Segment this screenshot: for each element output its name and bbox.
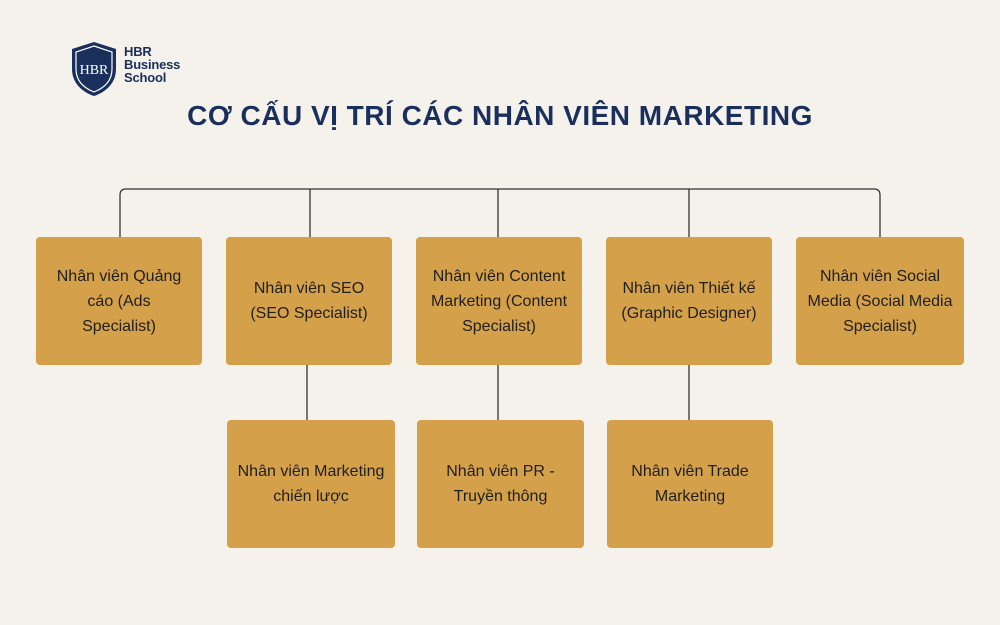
- role-box-ads: Nhân viên Quảng cáo (Ads Specialist): [36, 237, 202, 365]
- logo-wordmark: HBR Business School: [124, 45, 180, 84]
- role-label-strategy: Nhân viên Marketing chiến lược: [237, 463, 385, 505]
- logo-line-3: School: [124, 70, 167, 85]
- role-box-design: Nhân viên Thiết kế (Graphic Designer): [606, 237, 772, 365]
- role-box-pr: Nhân viên PR - Truyền thông: [417, 420, 584, 548]
- hbr-logo: HBR HBR Business School: [70, 41, 200, 97]
- role-label-seo: Nhân viên SEO (SEO Specialist): [250, 280, 368, 322]
- role-box-seo: Nhân viên SEO (SEO Specialist): [226, 237, 392, 365]
- role-label-trade: Nhân viên Trade Marketing: [631, 463, 749, 505]
- role-label-ads: Nhân viên Quảng cáo (Ads Specialist): [56, 267, 182, 335]
- role-box-social: Nhân viên Social Media (Social Media Spe…: [796, 237, 964, 365]
- role-label-content: Nhân viên Content Marketing (Content Spe…: [430, 267, 568, 335]
- role-box-strategy: Nhân viên Marketing chiến lược: [227, 420, 395, 548]
- role-label-social: Nhân viên Social Media (Social Media Spe…: [807, 267, 953, 335]
- role-label-design: Nhân viên Thiết kế (Graphic Designer): [621, 280, 757, 322]
- shield-icon: HBR: [72, 42, 116, 96]
- role-label-pr: Nhân viên PR - Truyền thông: [446, 463, 555, 505]
- page-title: CƠ CẤU VỊ TRÍ CÁC NHÂN VIÊN MARKETING: [187, 100, 813, 131]
- top-connector-bar: [119, 188, 881, 237]
- logo-monogram: HBR: [80, 63, 109, 78]
- role-box-content: Nhân viên Content Marketing (Content Spe…: [416, 237, 582, 365]
- role-box-trade: Nhân viên Trade Marketing: [607, 420, 773, 548]
- logo-line-2: Business: [124, 57, 181, 72]
- logo-line-1: HBR: [124, 44, 152, 59]
